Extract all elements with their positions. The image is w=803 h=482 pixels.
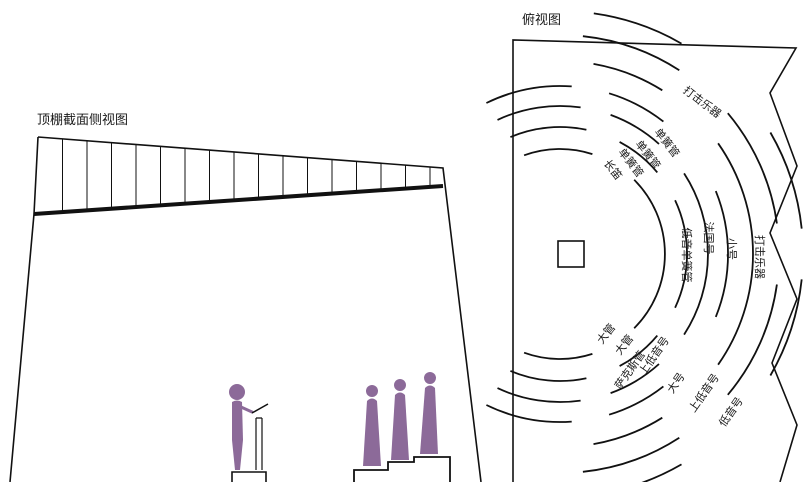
seating-arc <box>727 284 778 396</box>
seating-arc <box>593 12 682 45</box>
seating-arc <box>608 385 664 416</box>
singer-3 <box>420 372 438 454</box>
label-low-bass: 低音号 <box>716 394 746 429</box>
seating-arc <box>674 199 688 309</box>
seating-arc <box>610 363 660 394</box>
seating-arc <box>769 279 803 376</box>
seating-arc <box>619 141 658 173</box>
seating-arc <box>683 172 709 336</box>
seating-arc <box>769 132 803 229</box>
seating-arc <box>582 35 680 72</box>
seating-arc <box>523 351 593 360</box>
top-view-title: 俯视图 <box>522 12 561 28</box>
label-tuba: 大号 <box>664 370 688 396</box>
seating-arc <box>523 148 593 157</box>
side-view: 顶棚截面侧视图 <box>9 113 482 482</box>
seating-arc <box>486 404 572 423</box>
seating-arc <box>727 112 778 224</box>
seating-arc <box>633 179 666 329</box>
label-percussion-top: 打击乐器 <box>681 83 725 121</box>
seating-arc <box>486 85 572 104</box>
seating-arc <box>497 105 581 121</box>
label-percussion-right: 打击乐器 <box>753 235 767 279</box>
seating-arc <box>608 92 664 123</box>
top-view: 俯视图 打击乐器 打击乐器 小号 法国号 低音单簧管 单簧管 单簧管 单簧管 长… <box>486 12 803 482</box>
conductor-podium <box>231 471 267 482</box>
label-trumpet: 小号 <box>725 238 738 260</box>
seating-arc <box>714 190 729 318</box>
seating-arc <box>497 387 581 403</box>
seating-arc <box>593 63 663 92</box>
side-view-title: 顶棚截面侧视图 <box>37 113 128 128</box>
seating-arc <box>619 335 658 367</box>
seating-arc <box>510 370 587 382</box>
seating-arc <box>610 114 660 145</box>
seating-arcs <box>486 12 803 482</box>
label-bassoon-2: 大管 <box>594 321 619 347</box>
label-french-horn: 法国号 <box>702 222 716 255</box>
seating-arc <box>593 416 663 445</box>
seating-arc <box>717 142 754 366</box>
ceiling-hangers <box>62 138 431 213</box>
stage-outline <box>512 39 798 482</box>
seating-arc <box>582 436 680 473</box>
seating-arc <box>510 126 587 138</box>
conductor-position <box>557 240 585 268</box>
label-upper-bass-2: 上低音号 <box>685 371 722 415</box>
label-bass-reed: 低音单簧管 <box>680 228 694 283</box>
label-bassoon-1: 大管 <box>612 332 637 358</box>
choir-risers <box>353 456 451 482</box>
seating-arc <box>641 463 682 482</box>
ceiling-reflector <box>33 184 444 216</box>
conductor-figure <box>229 384 269 470</box>
singer-1 <box>363 385 381 466</box>
singer-2 <box>391 379 409 460</box>
